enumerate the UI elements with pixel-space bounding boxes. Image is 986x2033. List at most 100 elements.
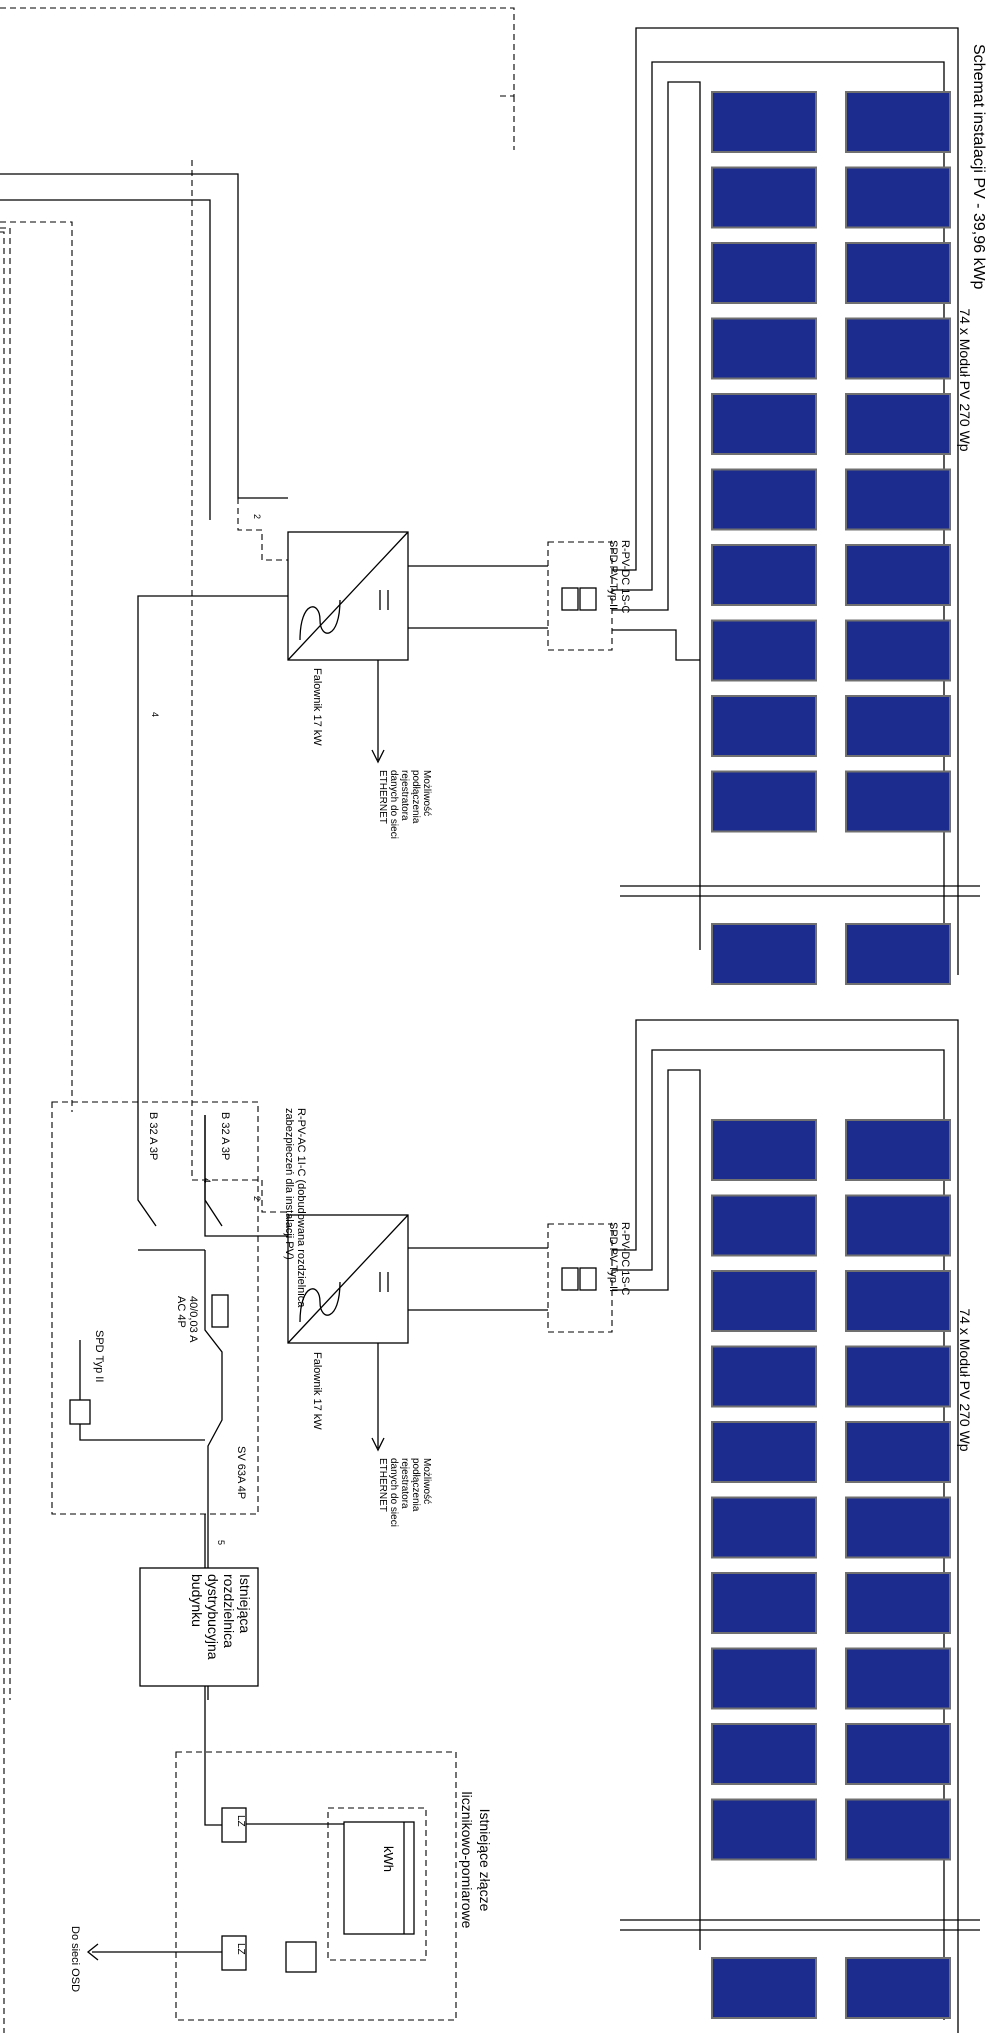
rcd-label-2: AC 4P <box>175 1296 187 1328</box>
distribution-board-box <box>139 1567 259 1687</box>
pv-panel <box>711 923 817 985</box>
pv-panel <box>711 1421 817 1483</box>
pv-panel <box>845 695 951 757</box>
breaker-1-label: B 32 A 3P <box>147 1112 159 1160</box>
rcd-label-1: 40/0,03 A <box>187 1296 199 1343</box>
array-bottom-label: 74 x Moduł PV 270 Wp <box>957 1308 973 1451</box>
string-bottom-1 <box>612 1019 959 2033</box>
ac-inv-top <box>137 595 288 1115</box>
lz-box-1 <box>221 1807 247 1843</box>
ac-bus-line-1 <box>0 173 288 499</box>
pv-panel <box>845 91 951 153</box>
ac-bus-line-5 <box>0 231 5 2033</box>
inv-top-comm <box>237 498 288 561</box>
pv-panel <box>845 544 951 606</box>
lz-box-2 <box>221 1935 247 1971</box>
eth-top-line: ETHERNET <box>377 770 388 824</box>
array-top-label: 74 x Moduł PV 270 Wp <box>957 308 973 451</box>
pv-panel <box>711 544 817 606</box>
breaker-1-symbol <box>137 1115 157 1227</box>
wire-count-dc-top: 2 <box>252 514 262 519</box>
pv-panel <box>711 1957 817 2019</box>
pv-panel <box>711 1647 817 1710</box>
pv-panel <box>845 242 951 304</box>
eth-bottom-line: rejestratora <box>399 1458 410 1509</box>
pv-panel <box>711 1119 817 1181</box>
meter-junction-box <box>175 1751 457 2021</box>
pv-panel <box>845 1723 951 1785</box>
eth-top-line: rejestratora <box>399 770 410 821</box>
ac-board-label-2: zabezpieczeń dla instalacji PV) <box>283 1108 295 1260</box>
inverter-bottom-label: Falownik 17 kW <box>311 1352 323 1430</box>
pv-panel <box>845 1119 951 1181</box>
pv-panel <box>711 1798 817 1861</box>
main-switch-line <box>204 1250 223 1700</box>
pv-panel <box>711 91 817 153</box>
string-top-3 <box>612 81 701 950</box>
eth-bottom-line: danych do sieci <box>388 1458 399 1527</box>
pv-panel <box>845 317 951 380</box>
meter-inner-box <box>327 1807 427 1961</box>
spd-dc-top-box <box>547 541 613 651</box>
ac-bus-line-4 <box>0 227 11 1700</box>
pv-panel <box>711 166 817 229</box>
rcd-symbol <box>211 1294 229 1328</box>
meter-junction-line2: licznikowo-pomiarowe <box>459 1792 475 1929</box>
wire-count-ac-main: 5 <box>216 1540 226 1545</box>
spd-dc-top-line1: R-PV-DC 1S-C <box>619 540 631 613</box>
pv-panel <box>711 242 817 304</box>
distribution-text-line: budynku <box>189 1574 205 1627</box>
pv-panel <box>711 770 817 833</box>
spd-dc-bottom-line1: R-PV-DC 1S-C <box>619 1222 631 1295</box>
eth-bottom-line: podłączenia <box>410 1458 421 1512</box>
breaker-2-symbol <box>204 1115 223 1227</box>
spd-dc-bottom-line2: SPD PV Typ II <box>607 1222 619 1292</box>
eth-top-line: danych do sieci <box>388 770 399 839</box>
spd-ac-label: SPD Typ II <box>93 1330 105 1382</box>
grid-label: Do sieci OSD <box>69 1926 81 1992</box>
spd-dc-top-line2: SPD PV Typ II <box>607 540 619 610</box>
lz-label-1: LZ <box>235 1815 246 1827</box>
wire-count-ac-top: 4 <box>150 712 160 717</box>
eth-bottom-line: ETHERNET <box>377 1458 388 1512</box>
ac-bus-line-2 <box>0 199 211 520</box>
pv-panel <box>845 1647 951 1710</box>
string-top-1 <box>612 27 959 975</box>
pv-panel <box>845 1496 951 1559</box>
diagram-title: Schemat instalacji PV - 39,96 kWp <box>970 44 986 290</box>
inv-bottom-comm <box>191 160 288 1213</box>
pv-panel <box>845 1957 951 2019</box>
spd-ac-symbol <box>69 1399 91 1425</box>
spd-dc-bottom-box <box>547 1223 613 1333</box>
wire-count-ac-bottom: 4 <box>202 1178 212 1183</box>
ac-bus-line-3 <box>0 221 73 1112</box>
grid-arrow <box>86 1943 99 1961</box>
pv-panel <box>845 1421 951 1483</box>
ac-board-box <box>51 1101 259 1515</box>
distribution-text-line: Istniejąca <box>237 1574 253 1633</box>
breaker-2-label: B 32 A 3P <box>219 1112 231 1160</box>
pv-panel <box>845 393 951 455</box>
string-top-4 <box>612 629 700 661</box>
pv-panel <box>845 923 951 985</box>
pv-panel <box>711 468 817 531</box>
eth-top-line: Możliwość <box>421 770 432 816</box>
comm-line-top <box>0 7 515 97</box>
switch-label: SV 63A 4P <box>235 1446 247 1499</box>
distribution-text-line: dystrybucyjna <box>205 1574 221 1660</box>
meter-switch-symbol <box>285 1941 317 1973</box>
pv-panel <box>845 770 951 833</box>
pv-panel <box>845 619 951 682</box>
meter-junction-line1: Istniejące złącze <box>477 1809 493 1912</box>
string-bottom-3 <box>612 1069 701 1950</box>
pv-panel <box>845 1270 951 1332</box>
pv-panel <box>711 1572 817 1634</box>
pv-panel <box>711 1345 817 1408</box>
meter-kwh-label: kWh <box>381 1846 396 1872</box>
pv-panel <box>711 1496 817 1559</box>
pv-panel <box>711 1723 817 1785</box>
pv-panel <box>711 1270 817 1332</box>
